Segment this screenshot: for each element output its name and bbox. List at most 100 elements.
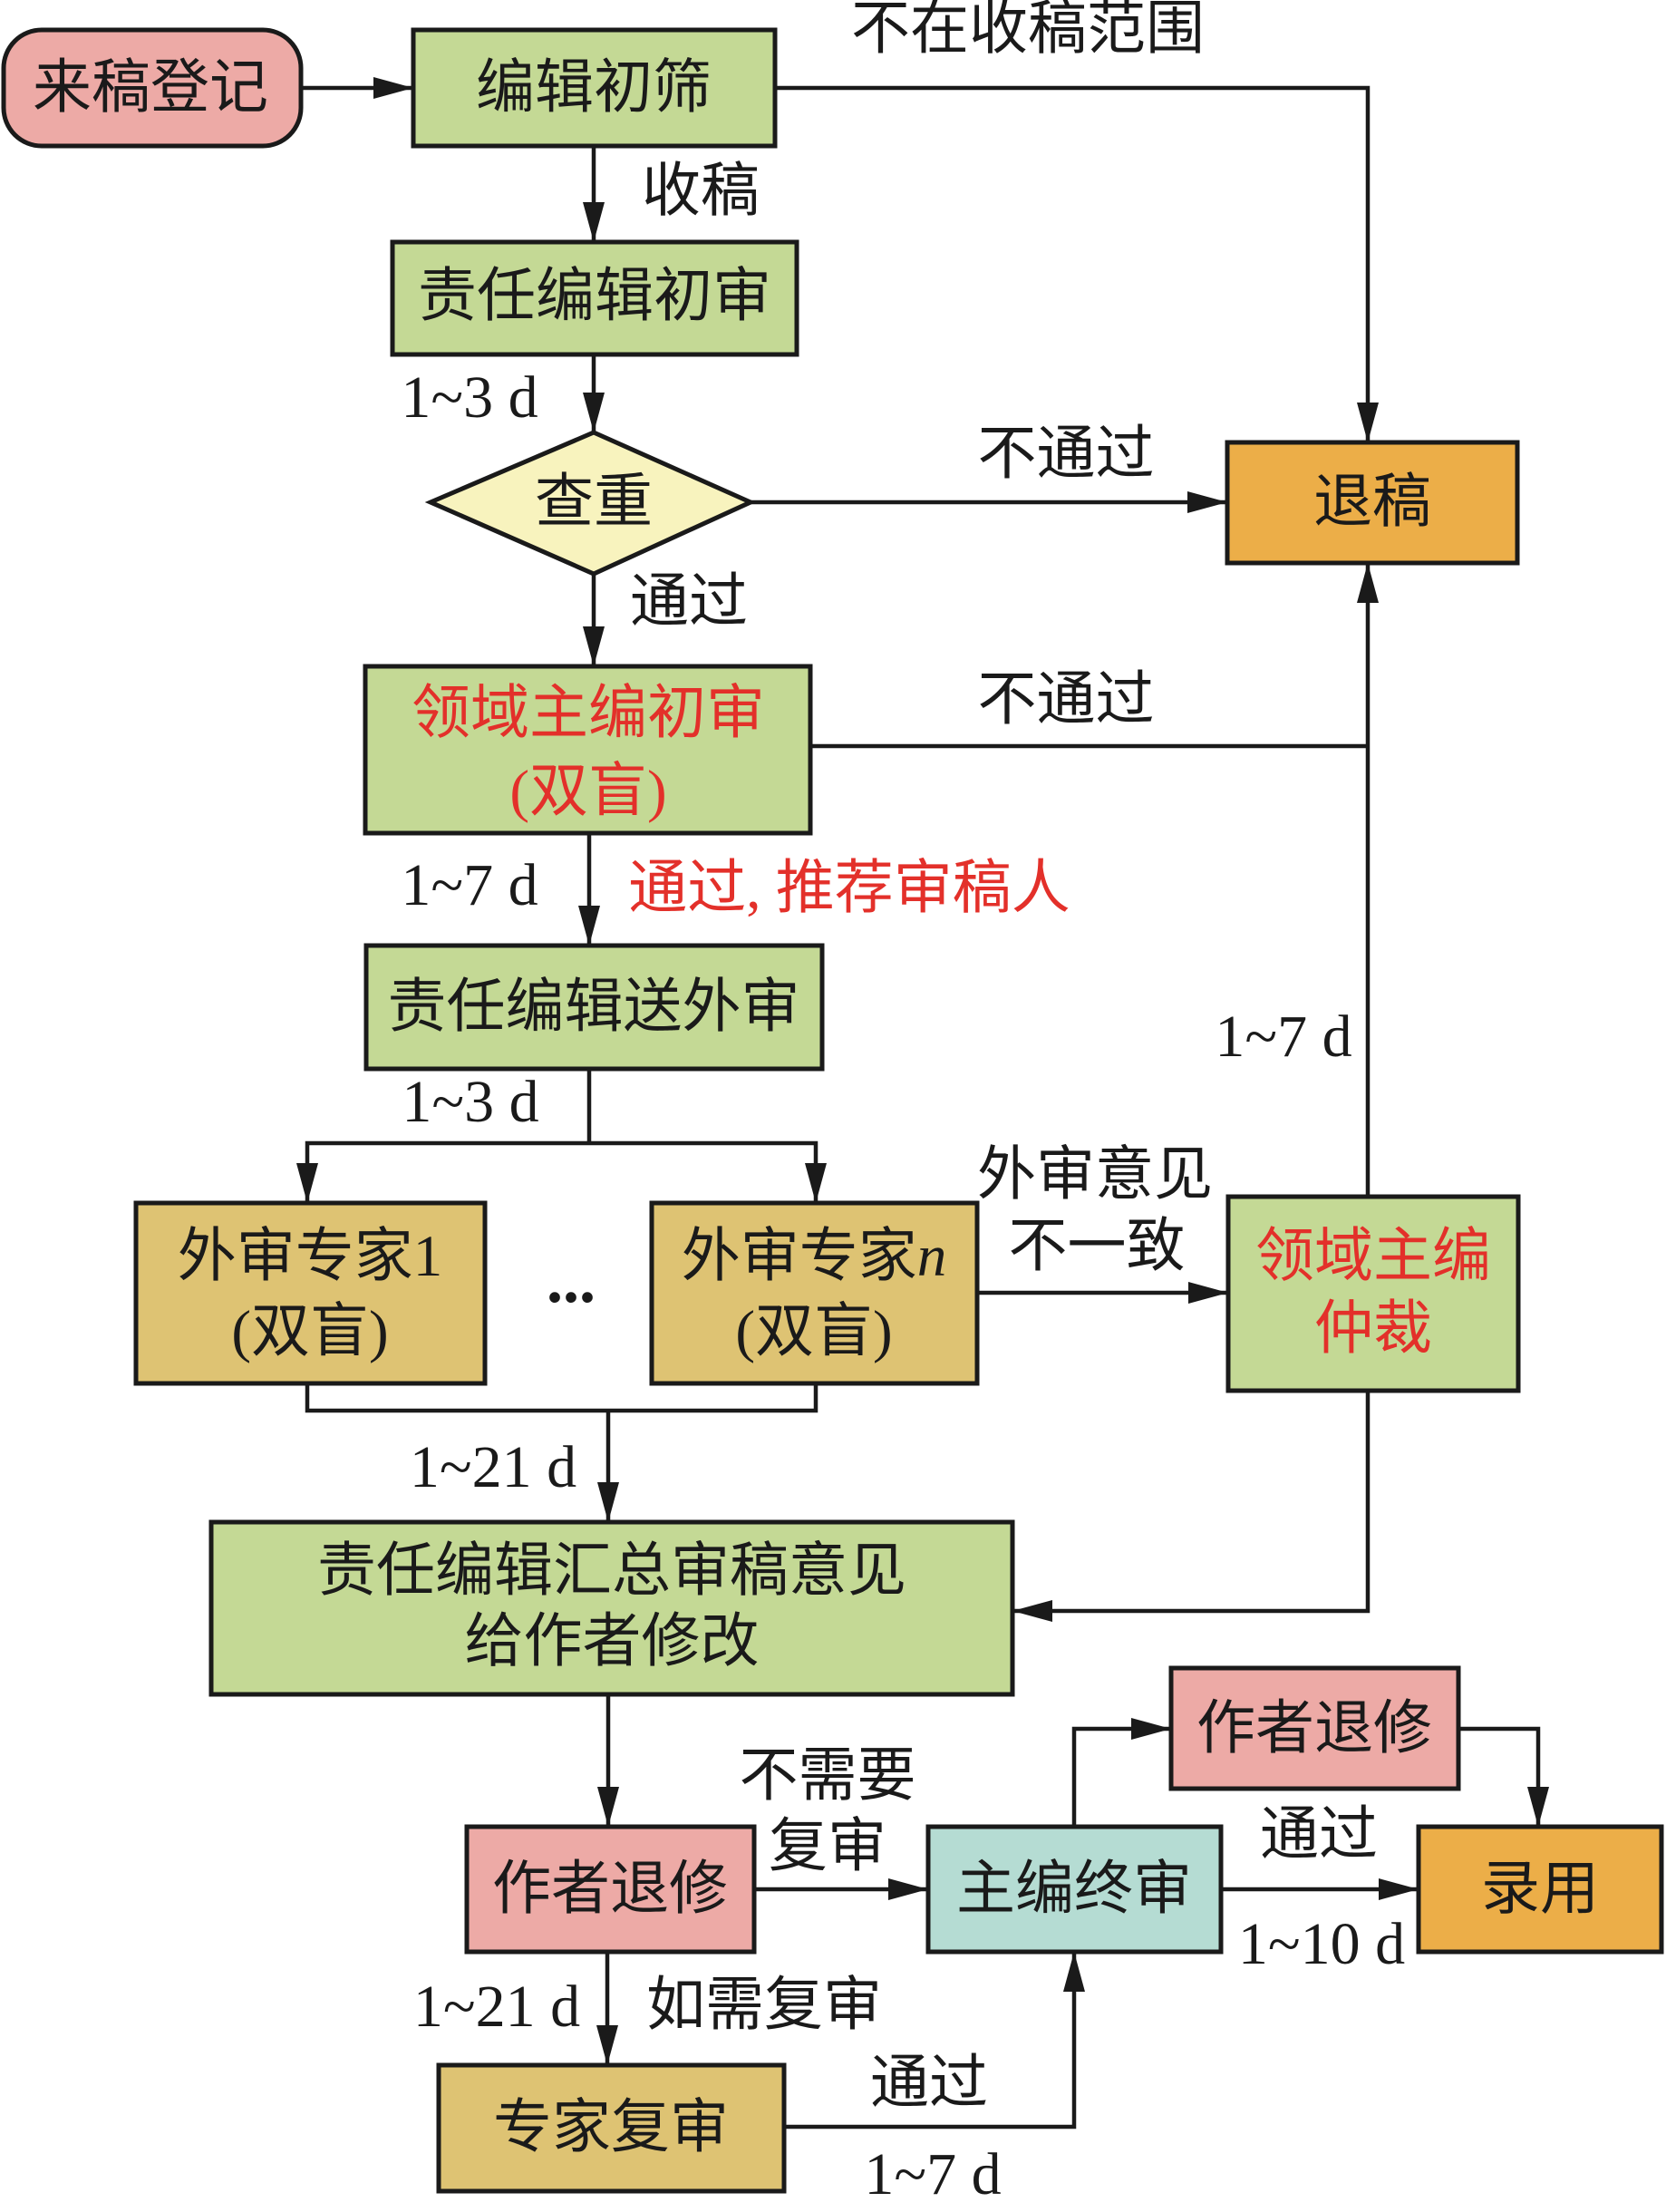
node-label: 专家复审 xyxy=(493,2095,729,2160)
label-check-pass: 通过 xyxy=(630,569,748,635)
label-accepted: 收稿 xyxy=(642,159,760,224)
node-expert-re-review: 专家复审 xyxy=(436,2062,787,2194)
edges xyxy=(301,85,1541,2130)
label-domain-review-fail: 不通过 xyxy=(977,667,1154,732)
label-final-review-time: 1~10 d xyxy=(1238,1911,1405,1977)
arrowhead-down-icon xyxy=(597,1787,619,1827)
node-domain-editor-arbitration: 领域主编 仲裁 xyxy=(1225,1194,1521,1393)
label-send-review-time: 1~3 d xyxy=(402,1069,538,1135)
node-shape xyxy=(208,1519,1015,1697)
node-shape xyxy=(1,27,304,149)
node-label: 主编终审 xyxy=(956,1857,1192,1922)
arrowhead-right-icon xyxy=(888,1878,928,1900)
arrowhead-up-icon xyxy=(1063,1952,1085,1992)
node-label-line-2: 给作者修改 xyxy=(464,1609,759,1674)
node-label-line-1: 领域主编 xyxy=(1255,1224,1491,1289)
node-shape xyxy=(363,943,825,1072)
node-label: 退稿 xyxy=(1313,470,1431,535)
edge-final-revision-to-acceptance xyxy=(1458,1726,1541,1827)
label-disagreement-line-1: 外审意见 xyxy=(977,1142,1213,1208)
arrowhead-right-icon xyxy=(1187,491,1227,513)
label-initial-review-time: 1~3 d xyxy=(401,364,538,431)
arrowhead-down-icon xyxy=(597,1482,619,1522)
label-re-review-time: 1~7 d xyxy=(864,2141,1001,2207)
node-label-line-1: 领域主编初审 xyxy=(412,681,765,746)
arrowhead-up-icon xyxy=(1357,563,1379,603)
label-expert-review-time: 1~21 d xyxy=(410,1434,576,1500)
arrowhead-down-icon xyxy=(1357,403,1379,442)
arrowhead-down-icon xyxy=(596,2025,618,2065)
expert-label-prefix: 外审专家 xyxy=(682,1224,917,1289)
node-shape xyxy=(411,27,778,149)
node-shape xyxy=(390,239,799,357)
label-disagreement-line-2: 不一致 xyxy=(1008,1214,1185,1279)
arrowhead-down-icon xyxy=(578,906,600,946)
node-label-line-1: 外审专家1 xyxy=(178,1224,443,1289)
arrowhead-down-icon xyxy=(296,1163,318,1203)
node-shape xyxy=(1225,1194,1521,1393)
node-label-line-1: 外审专家n xyxy=(682,1224,947,1289)
node-shape xyxy=(1416,1824,1664,1955)
label-re-review-needed: 如需复审 xyxy=(646,1973,882,2038)
arrowhead-right-icon xyxy=(1131,1718,1171,1740)
node-expert-n: 外审专家n (双盲) xyxy=(649,1200,980,1386)
node-editor-screening: 编辑初筛 xyxy=(411,27,778,149)
node-label-line-1: 责任编辑汇总审稿意见 xyxy=(317,1538,906,1604)
more-experts-ellipsis: ... xyxy=(547,1244,596,1316)
label-out-of-scope: 不在收稿范围 xyxy=(851,0,1205,62)
arrowhead-down-icon xyxy=(583,202,605,242)
arrowhead-left-icon xyxy=(1012,1600,1052,1622)
node-shape xyxy=(1225,440,1520,566)
edge-final-review-to-final-revision xyxy=(1071,1726,1171,1827)
label-domain-review-time: 1~7 d xyxy=(401,852,538,918)
arrowhead-down-icon xyxy=(805,1163,827,1203)
edge-arbitration-to-summary xyxy=(1012,1391,1371,1614)
node-summarize-comments: 责任编辑汇总审稿意见 给作者修改 xyxy=(208,1519,1015,1697)
arrowhead-down-icon xyxy=(583,626,605,666)
edge-experts-merge xyxy=(305,1383,818,1413)
node-author-revision-final: 作者退修 xyxy=(1168,1665,1461,1791)
expert-index-variable: n xyxy=(917,1224,947,1289)
label-no-re-review-line-1: 不需要 xyxy=(739,1743,915,1809)
node-label: 责任编辑初审 xyxy=(418,264,771,329)
node-label-line-2: (双盲) xyxy=(231,1299,388,1364)
label-revision-time: 1~21 d xyxy=(413,1974,580,2040)
node-label: 作者退修 xyxy=(492,1857,728,1922)
node-shape xyxy=(649,1200,980,1386)
arrowhead-down-icon xyxy=(583,393,605,432)
node-editor-in-chief-final-review: 主编终审 xyxy=(925,1824,1224,1955)
node-shape xyxy=(1168,1665,1461,1791)
node-label: 查重 xyxy=(535,470,653,535)
node-editor-initial-review: 责任编辑初审 xyxy=(390,239,799,357)
node-acceptance: 录用 xyxy=(1416,1824,1664,1955)
node-rejection: 退稿 xyxy=(1225,440,1520,566)
arrowhead-down-icon xyxy=(1527,1787,1549,1827)
edge-send-split xyxy=(305,1140,818,1203)
node-shape xyxy=(436,2062,787,2194)
label-domain-review-pass: 通过, 推荐审稿人 xyxy=(628,856,1070,921)
label-re-review-pass: 通过 xyxy=(870,2051,988,2116)
node-send-external-review: 责任编辑送外审 xyxy=(363,943,825,1072)
label-check-fail: 不通过 xyxy=(977,422,1154,487)
node-label: 作者退修 xyxy=(1196,1696,1432,1761)
node-author-revision: 作者退修 xyxy=(464,1824,757,1955)
node-label: 来稿登记 xyxy=(33,55,268,121)
edge-re-review-to-final-review xyxy=(784,1952,1077,2130)
node-shape xyxy=(363,664,813,836)
node-shape xyxy=(464,1824,757,1955)
node-domain-editor-review: 领域主编初审 (双盲) xyxy=(363,664,813,836)
node-label: 编辑初筛 xyxy=(476,55,712,121)
edge-labels: 不在收稿范围 收稿 1~3 d 不通过 通过 不通过 1~7 d 通过, 推荐审… xyxy=(401,0,1405,2207)
edge-screening-to-rejection xyxy=(775,85,1371,442)
label-final-pass: 通过 xyxy=(1260,1802,1378,1868)
node-expert-1: 外审专家1 (双盲) xyxy=(133,1200,488,1386)
arrowhead-right-icon xyxy=(373,77,413,99)
decision-diamond xyxy=(424,430,757,577)
node-shape xyxy=(133,1200,488,1386)
arrowhead-right-icon xyxy=(1188,1282,1228,1304)
node-shape xyxy=(925,1824,1224,1955)
node-label: 责任编辑送外审 xyxy=(387,975,799,1040)
label-arbitration-time: 1~7 d xyxy=(1215,1004,1351,1070)
arrowheads xyxy=(296,77,1549,2065)
